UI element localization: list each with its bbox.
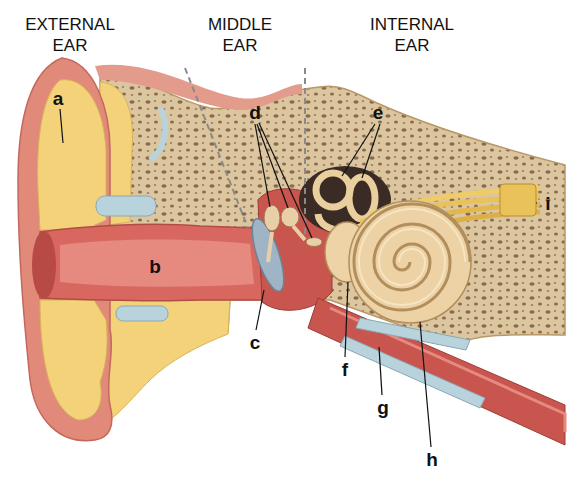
leader-line [345, 282, 348, 357]
malleus [264, 205, 280, 231]
incus [293, 226, 305, 240]
leader-line [60, 109, 63, 143]
incus [281, 207, 299, 227]
part-letter: a [48, 89, 68, 108]
part-letter: h [422, 450, 442, 469]
nerve-end [500, 184, 536, 216]
part-letter: d [245, 103, 265, 122]
part-letter: g [373, 398, 393, 417]
cochlea [349, 201, 471, 323]
leader-line [259, 123, 312, 238]
section-heading: INTERNAL EAR [360, 15, 464, 56]
leader-line [257, 124, 288, 208]
ear-canal [40, 224, 264, 300]
leader-line [536, 202, 537, 203]
leader-line [362, 124, 380, 178]
cochlea-spiral [354, 204, 470, 310]
section-divider [304, 68, 306, 236]
ear-opening [32, 231, 56, 299]
part-letter: f [335, 360, 355, 379]
section-heading: EXTERNAL EAR [18, 15, 122, 56]
leader-line [379, 347, 382, 395]
canal-cartilage [96, 196, 156, 216]
leader-line [255, 124, 270, 207]
section-divider [185, 68, 248, 228]
part-letter: c [245, 333, 265, 352]
malleus [268, 232, 272, 262]
leader-line [420, 322, 431, 447]
part-letter: b [145, 257, 165, 276]
canal-cartilage [116, 306, 168, 321]
part-letter: i [538, 194, 558, 213]
leader-line [342, 124, 375, 176]
auricle-cartilage [40, 300, 107, 420]
leader-line [256, 290, 264, 330]
canal-cartilage [150, 108, 165, 160]
ear-canal-lining [60, 240, 254, 287]
semicircular-canal [316, 173, 350, 207]
section-heading: MIDDLE EAR [194, 15, 286, 56]
fat-tissue [100, 300, 230, 425]
auditory-tube-lining [330, 308, 565, 432]
part-letter: e [368, 103, 388, 122]
stapes [306, 238, 322, 247]
cochlea-spiral [359, 209, 465, 305]
